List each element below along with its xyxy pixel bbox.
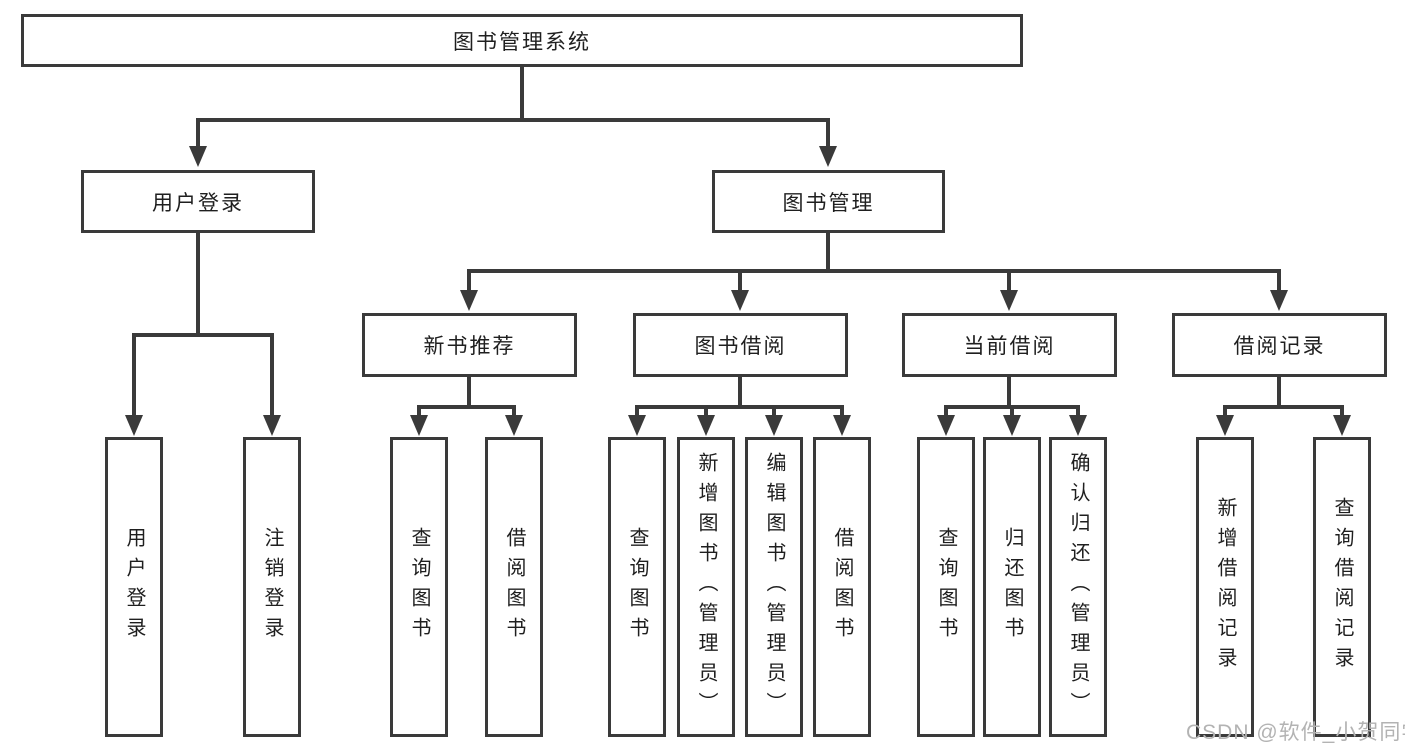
node-book-borrowing: 图书借阅 [633, 313, 848, 377]
node-book-management: 图书管理 [712, 170, 945, 233]
tree-edges [132, 65, 1344, 422]
leaf-newbooks-query-books: 查询图书 [390, 437, 448, 737]
node-label: 借阅图书 [503, 527, 525, 647]
node-label: 图书借阅 [694, 335, 787, 358]
node-user-login: 用户登录 [81, 170, 315, 233]
node-label: 图书管理系统 [453, 30, 591, 54]
leaf-logout: 注销登录 [243, 437, 301, 737]
watermark: CSDN @软件_小贺同学 [1186, 721, 1405, 744]
leaf-records-query-record: 查询借阅记录 [1313, 437, 1371, 737]
node-label: 查询图书 [626, 527, 648, 647]
node-label: 图书管理 [782, 191, 875, 215]
leaf-borrowing-query-books: 查询图书 [608, 437, 666, 737]
node-label: 新增图书（管理员） [695, 452, 717, 722]
node-label: 借阅图书 [831, 527, 853, 647]
arrowhead-icons [125, 146, 1351, 436]
leaf-current-confirm-return-admin: 确认归还（管理员） [1049, 437, 1107, 737]
node-current-borrowing: 当前借阅 [902, 313, 1117, 377]
leaf-newbooks-borrow-book: 借阅图书 [485, 437, 543, 737]
node-root-library-system: 图书管理系统 [21, 14, 1023, 67]
node-label: 新书推荐 [423, 335, 516, 358]
leaf-borrowing-borrow-book: 借阅图书 [813, 437, 871, 737]
node-label: 新增借阅记录 [1214, 497, 1236, 677]
node-label: 用户登录 [152, 191, 244, 215]
leaf-current-query-books: 查询图书 [917, 437, 975, 737]
node-label: 归还图书 [1001, 527, 1023, 647]
node-label: 用户登录 [123, 527, 145, 647]
leaf-records-add-record: 新增借阅记录 [1196, 437, 1254, 737]
node-label: 编辑图书（管理员） [763, 452, 785, 722]
node-label: 确认归还（管理员） [1067, 452, 1089, 722]
leaf-current-return-book: 归还图书 [983, 437, 1041, 737]
leaf-borrowing-edit-book-admin: 编辑图书（管理员） [745, 437, 803, 737]
node-label: 借阅记录 [1233, 335, 1326, 358]
leaf-borrowing-add-book-admin: 新增图书（管理员） [677, 437, 735, 737]
node-borrow-records: 借阅记录 [1172, 313, 1387, 377]
leaf-user-login: 用户登录 [105, 437, 163, 737]
node-label: 注销登录 [261, 527, 283, 647]
node-label: 查询借阅记录 [1331, 497, 1353, 677]
node-label: 查询图书 [935, 527, 957, 647]
node-new-book-recommend: 新书推荐 [362, 313, 577, 377]
node-label: 当前借阅 [963, 335, 1056, 358]
node-label: 查询图书 [408, 527, 430, 647]
